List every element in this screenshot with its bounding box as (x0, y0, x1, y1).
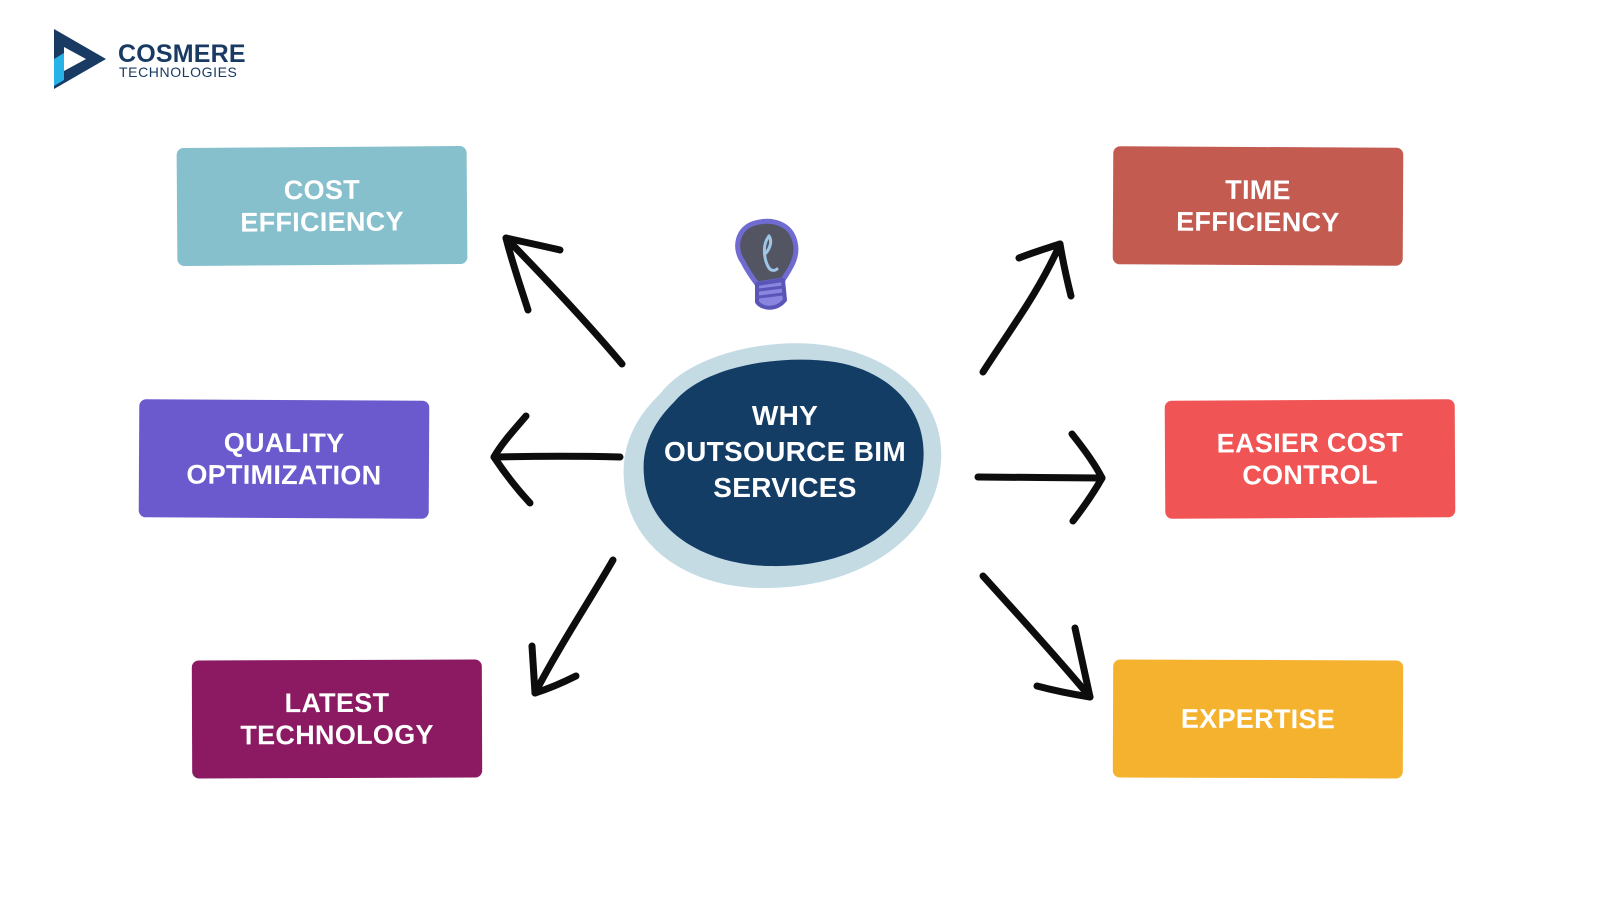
arrowhead-latest-technology (528, 642, 580, 697)
arrowhead-quality-optimization (490, 412, 534, 507)
lightbulb-icon (735, 218, 799, 310)
brand-subtitle: TECHNOLOGIES (119, 64, 238, 80)
card-cost-efficiency: COST EFFICIENCY (176, 145, 468, 267)
arrow-to-easier-cost-control (974, 473, 1106, 482)
card-expertise: EXPERTISE (1112, 659, 1404, 779)
arrow-to-expertise (979, 572, 1094, 701)
arrow-to-cost-efficiency (502, 234, 626, 368)
card-easier-cost-control: EASIER COST CONTROL (1164, 399, 1456, 519)
arrow-to-latest-technology (531, 556, 617, 697)
arrowhead-easier-cost-control (1068, 430, 1106, 525)
arrow-to-time-efficiency (979, 240, 1064, 376)
central-hub (623, 343, 942, 589)
card-time-efficiency: TIME EFFICIENCY (1112, 146, 1404, 266)
card-latest-technology: LATEST TECHNOLOGY (191, 659, 483, 779)
hub-title: WHY OUTSOURCE BIM SERVICES (664, 400, 906, 503)
brand-name: COSMERE (118, 40, 246, 68)
arrowhead-cost-efficiency (502, 234, 564, 314)
card-quality-optimization: QUALITY OPTIMIZATION (138, 399, 430, 519)
arrowhead-time-efficiency (1015, 240, 1075, 300)
brand-logo: COSMERE TECHNOLOGIES (52, 28, 252, 92)
play-triangle-logo-icon (54, 29, 106, 89)
hub-inner-disc (643, 359, 924, 567)
arrowhead-expertise (1033, 624, 1094, 701)
arrow-to-quality-optimization (490, 452, 624, 461)
